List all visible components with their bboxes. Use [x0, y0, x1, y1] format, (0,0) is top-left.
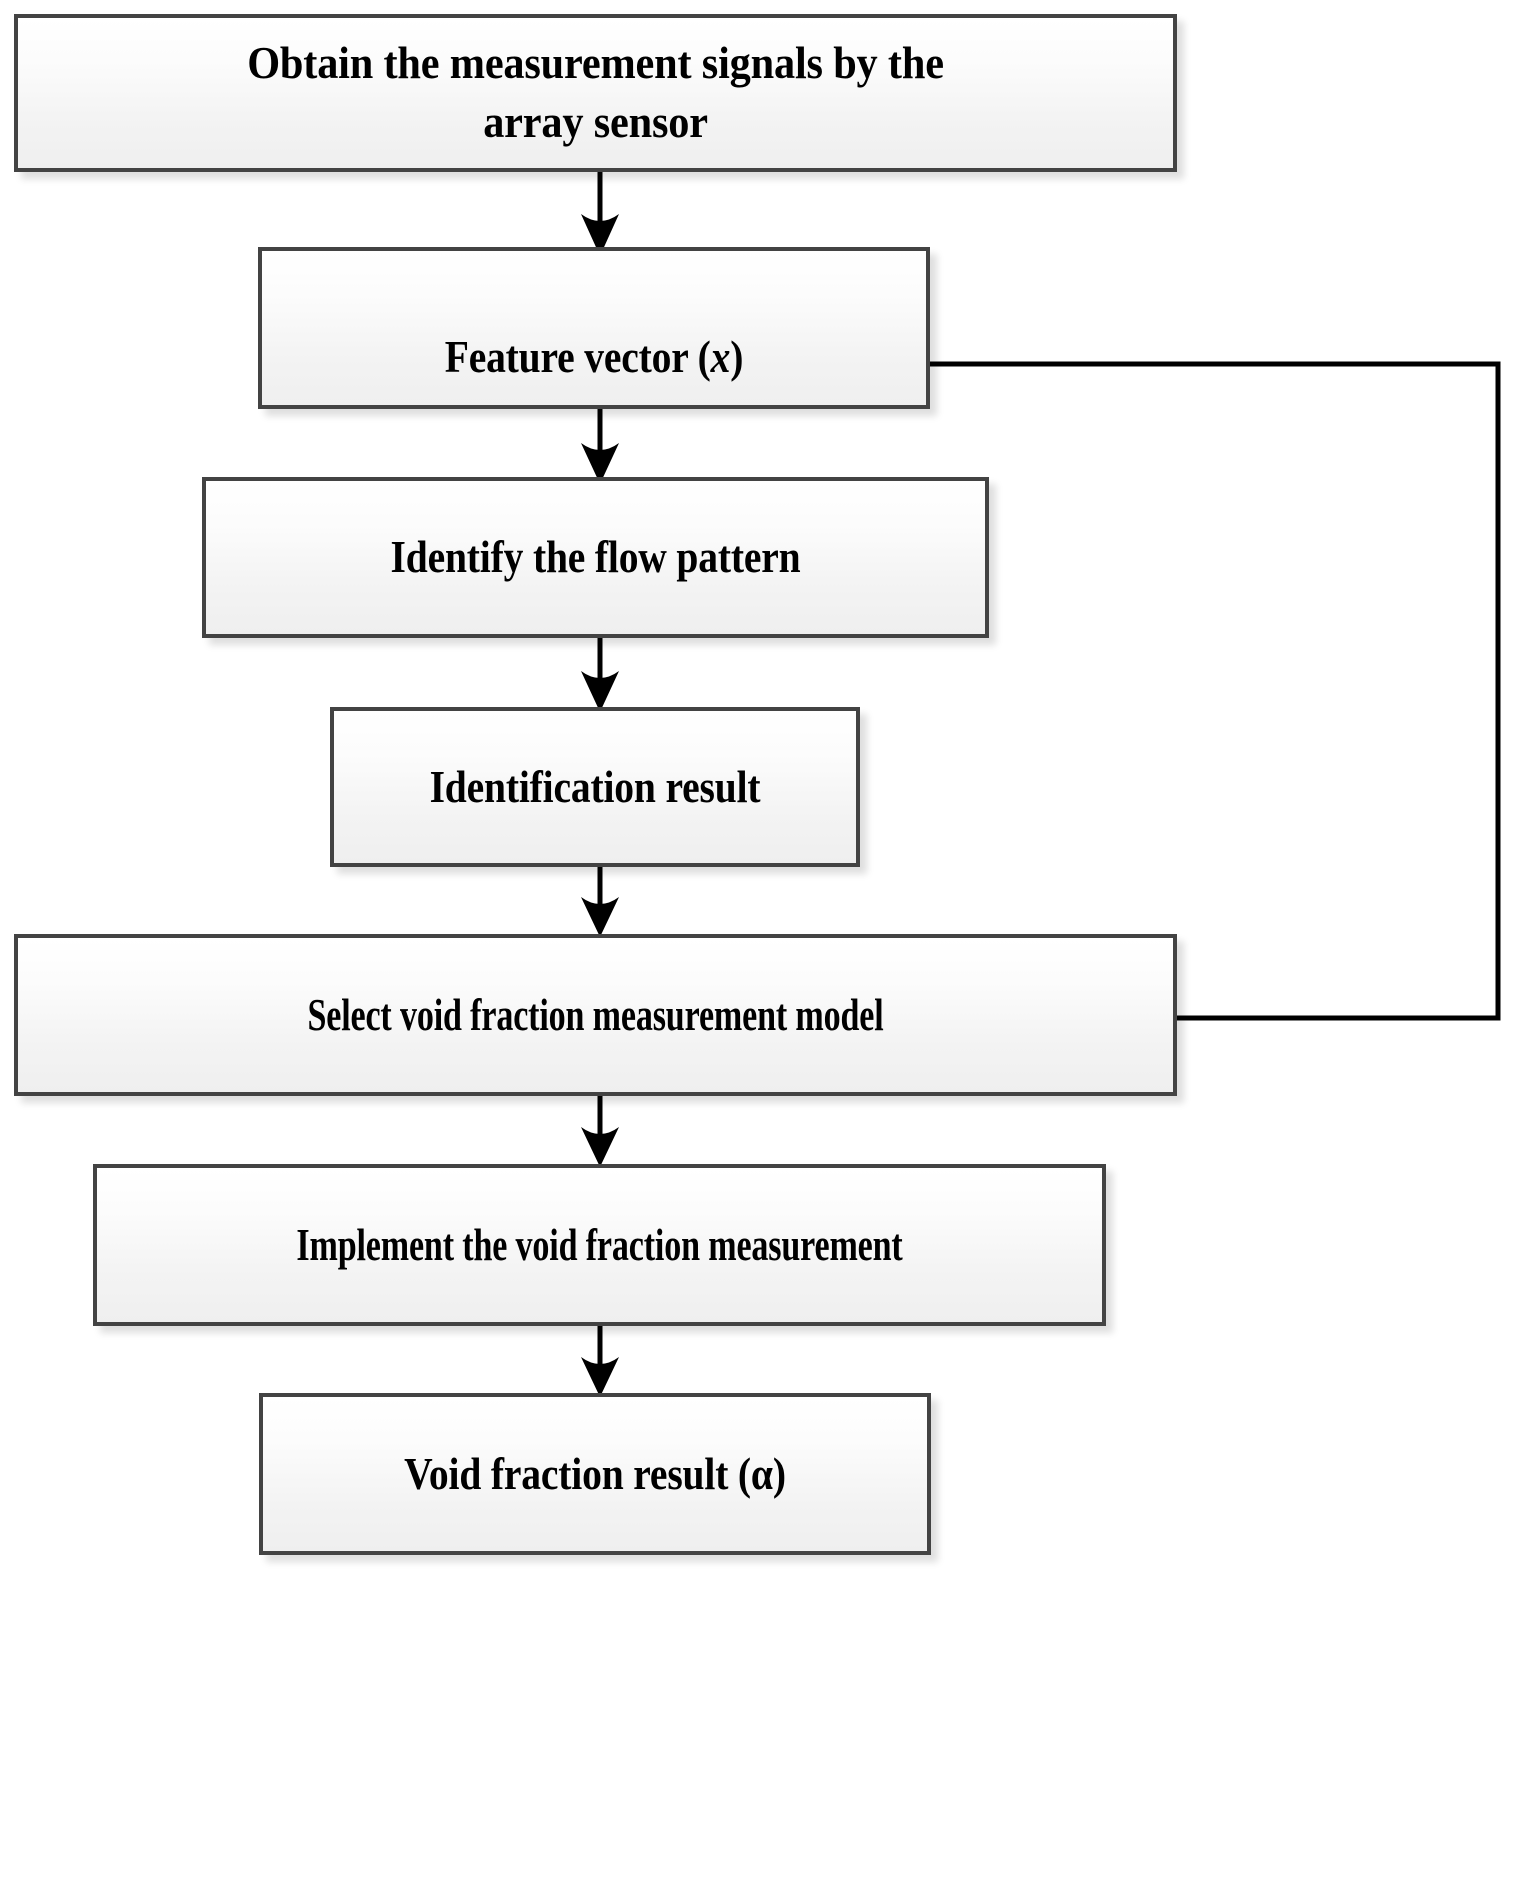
connector-obtain-to-feature [575, 170, 625, 260]
connector-feature-to-identify [575, 405, 625, 487]
node-identify-flow-pattern[interactable]: Identify the flow pattern [202, 477, 989, 638]
connector-select-to-implement [575, 1092, 625, 1170]
node-feature-vector[interactable]: Feature vector (x) [258, 247, 930, 409]
connector-result-to-select [575, 862, 625, 940]
node-select-model-label: Select void fraction measurement model [307, 988, 884, 1040]
connector-identify-to-result [575, 633, 625, 715]
node-void-fraction-result-label: Void fraction result (α) [404, 1447, 786, 1499]
node-feature-vector-text-before: Feature vector ( [444, 331, 711, 382]
node-implement-measurement[interactable]: Implement the void fraction measurement [93, 1164, 1106, 1326]
node-feature-vector-text-after: ) [730, 331, 744, 382]
node-feature-vector-label: Feature vector (x) [308, 269, 879, 387]
node-obtain-signals-label: Obtain the measurement signals by the ar… [247, 37, 944, 147]
node-feature-vector-variable: x [710, 331, 731, 382]
node-identify-flow-pattern-label: Identify the flow pattern [390, 531, 801, 583]
node-obtain-signals[interactable]: Obtain the measurement signals by the ar… [14, 14, 1177, 172]
node-identification-result[interactable]: Identification result [330, 707, 860, 867]
node-void-fraction-result[interactable]: Void fraction result (α) [259, 1393, 931, 1555]
node-identification-result-label: Identification result [429, 760, 761, 812]
node-select-model[interactable]: Select void fraction measurement model [14, 934, 1177, 1096]
connector-implement-to-void-result [575, 1322, 625, 1400]
node-implement-measurement-label: Implement the void fraction measurement [296, 1218, 903, 1270]
